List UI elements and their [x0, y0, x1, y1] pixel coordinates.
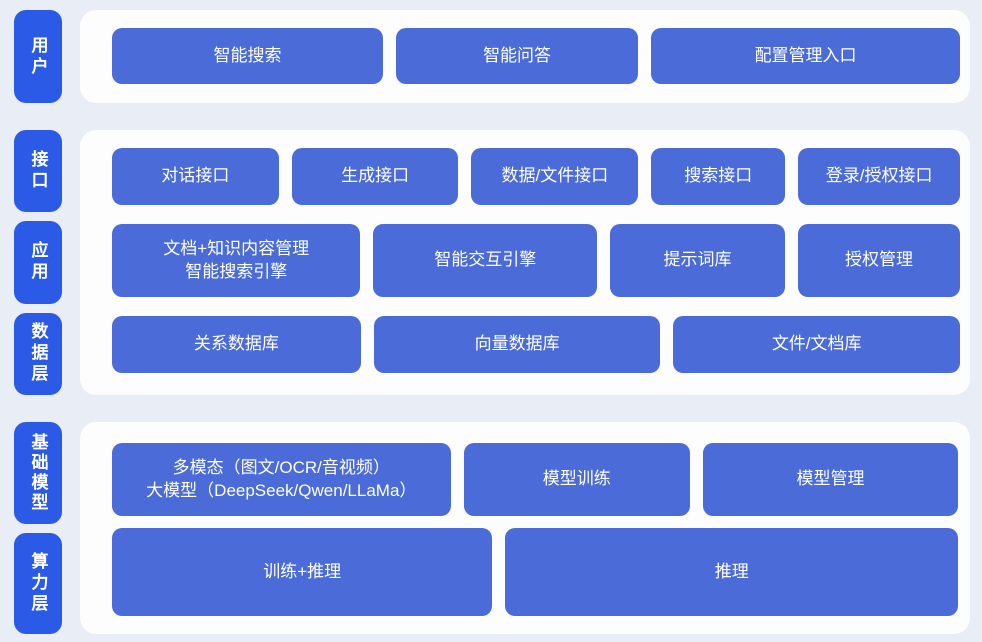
block-search-api: 搜索接口	[651, 148, 786, 205]
layer-pill-foundation-model: 基础模型	[14, 422, 62, 524]
block-smart-search: 智能搜索	[112, 28, 383, 84]
layer-pill-interface: 接口	[14, 130, 62, 213]
layer-pill-application: 应用	[14, 221, 62, 304]
layer-pill-data: 数据层	[14, 312, 62, 395]
block-smart-interaction-engine: 智能交互引擎	[373, 224, 598, 297]
block-prompt-library: 提示词库	[610, 224, 785, 297]
middle-layers-card: 对话接口 生成接口 数据/文件接口 搜索接口 登录/授权接口 文档+知识内容管理…	[80, 130, 970, 395]
block-model-training: 模型训练	[463, 443, 691, 516]
block-training-plus-inference: 训练+推理	[112, 528, 493, 616]
block-doc-knowledge-management: 文档+知识内容管理 智能搜索引擎	[112, 224, 361, 297]
block-data-file-api: 数据/文件接口	[471, 148, 639, 205]
block-authorization-management: 授权管理	[798, 224, 960, 297]
interface-row: 对话接口 生成接口 数据/文件接口 搜索接口 登录/授权接口	[112, 148, 960, 205]
block-login-auth-api: 登录/授权接口	[798, 148, 960, 205]
bottom-layers-card: 多模态（图文/OCR/音视频） 大模型（DeepSeek/Qwen/LLaMa）…	[80, 422, 970, 634]
block-vector-database: 向量数据库	[373, 316, 661, 373]
block-smart-qa: 智能问答	[396, 28, 639, 84]
block-multimodal-llm: 多模态（图文/OCR/音视频） 大模型（DeepSeek/Qwen/LLaMa）	[112, 443, 451, 516]
block-file-document-library: 文件/文档库	[673, 316, 960, 373]
section-middle-layers: 接口 应用 数据层 对话接口 生成接口 数据/文件接口 搜索接口 登录/授权接口…	[14, 130, 970, 395]
user-layer-row: 智能搜索 智能问答 配置管理入口	[112, 28, 960, 84]
compute-row: 训练+推理 推理	[112, 528, 958, 616]
multimodal-line2: 大模型（DeepSeek/Qwen/LLaMa）	[146, 480, 417, 500]
middle-layers-rail: 接口 应用 数据层	[14, 130, 62, 395]
user-layer-rail: 用户	[14, 10, 62, 103]
block-config-management-entry: 配置管理入口	[651, 28, 960, 84]
application-row: 文档+知识内容管理 智能搜索引擎 智能交互引擎 提示词库 授权管理	[112, 224, 960, 297]
bottom-layers-rail: 基础模型 算力层	[14, 422, 62, 634]
section-bottom-layers: 基础模型 算力层 多模态（图文/OCR/音视频） 大模型（DeepSeek/Qw…	[14, 422, 970, 634]
block-inference: 推理	[505, 528, 958, 616]
layer-pill-user: 用户	[14, 10, 62, 103]
doc-knowledge-line1: 文档+知识内容管理	[163, 238, 310, 258]
data-layer-row: 关系数据库 向量数据库 文件/文档库	[112, 316, 960, 373]
block-relational-database: 关系数据库	[112, 316, 361, 373]
user-layer-card: 智能搜索 智能问答 配置管理入口	[80, 10, 970, 103]
multimodal-line1: 多模态（图文/OCR/音视频）	[172, 457, 390, 477]
section-user-layer: 用户 智能搜索 智能问答 配置管理入口	[14, 10, 970, 103]
block-generation-api: 生成接口	[291, 148, 459, 205]
foundation-model-row: 多模态（图文/OCR/音视频） 大模型（DeepSeek/Qwen/LLaMa）…	[112, 443, 958, 516]
block-model-management: 模型管理	[703, 443, 958, 516]
block-dialog-api: 对话接口	[112, 148, 279, 205]
doc-knowledge-line2: 智能搜索引擎	[185, 261, 288, 281]
layer-pill-compute: 算力层	[14, 532, 62, 634]
